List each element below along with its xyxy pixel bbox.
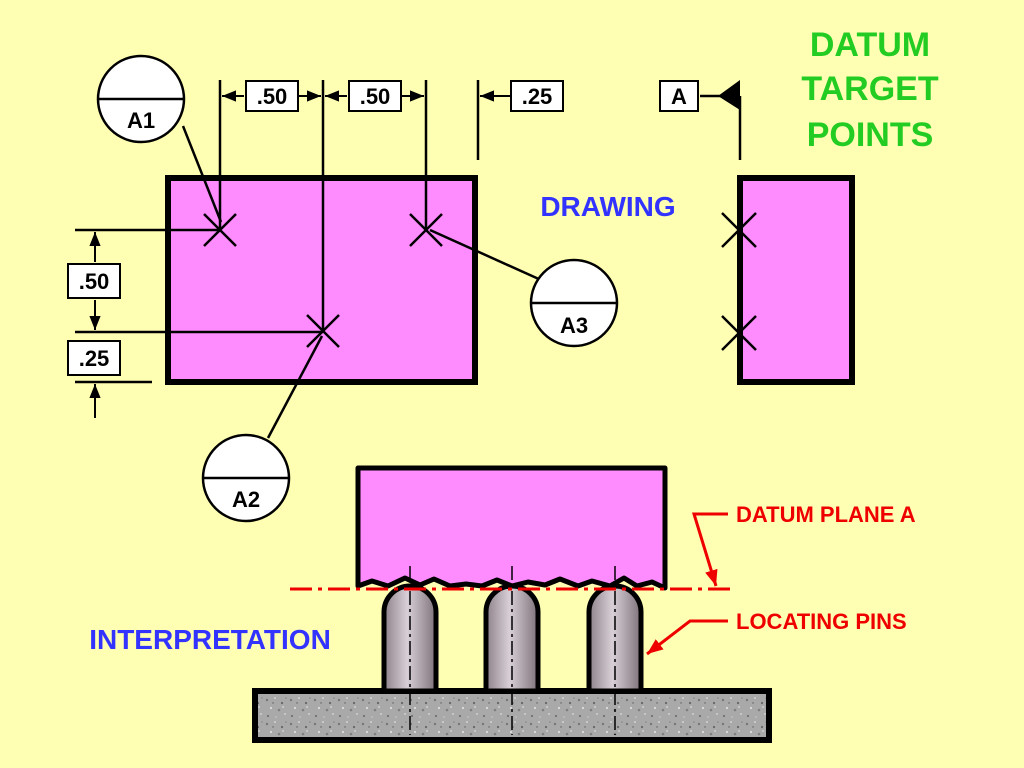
svg-text:.50: .50 xyxy=(79,269,110,294)
datum-target-a3: A3 xyxy=(529,258,619,348)
dim-side-lower: .25 xyxy=(67,340,121,376)
dim-top-middle: .50 xyxy=(348,80,402,112)
datum-plane-label: DATUM PLANE A xyxy=(736,502,916,527)
dim-side-upper: .50 xyxy=(67,263,121,299)
drawing-front-view-part xyxy=(165,175,478,385)
datum-target-a1: A1 xyxy=(96,54,186,144)
dim-top-right: .25 xyxy=(510,80,564,112)
target-mark-a1 xyxy=(203,213,237,247)
target-label-a2: A2 xyxy=(232,487,260,512)
title-line-2: TARGET xyxy=(801,70,938,108)
datum-target-a2: A2 xyxy=(201,433,291,523)
locating-pin-1 xyxy=(381,583,439,694)
datum-feature-triangle xyxy=(718,80,740,110)
locating-pin-3 xyxy=(586,583,644,694)
target-point-marks xyxy=(203,213,443,348)
side-view-target-marks xyxy=(721,212,757,351)
datum-feature-symbol: A xyxy=(659,80,699,112)
locating-pins xyxy=(381,583,644,694)
datum-letter: A xyxy=(671,84,687,109)
svg-text:.25: .25 xyxy=(79,346,110,371)
title-line-3: POINTS xyxy=(807,116,934,154)
drawing-label: DRAWING xyxy=(540,191,675,222)
svg-text:.50: .50 xyxy=(360,84,391,109)
target-mark-a3 xyxy=(409,213,443,247)
target-label-a3: A3 xyxy=(560,313,588,338)
workpiece-block xyxy=(355,465,668,591)
interpretation-label: INTERPRETATION xyxy=(89,624,331,655)
svg-text:.25: .25 xyxy=(522,84,553,109)
vertical-extension-lines xyxy=(218,80,480,330)
locating-pins-leader xyxy=(646,619,728,656)
target-label-a1: A1 xyxy=(127,108,155,133)
title-block: DATUM TARGET POINTS xyxy=(801,26,938,154)
target-leader-lines xyxy=(181,125,542,439)
horizontal-extension-lines xyxy=(75,228,323,384)
title-line-1: DATUM xyxy=(810,26,930,64)
pin-centerlines xyxy=(409,566,616,735)
dim-top-left: .50 xyxy=(245,80,299,112)
target-mark-a2 xyxy=(306,314,340,348)
drawing-side-view-part xyxy=(737,175,855,385)
locating-pins-label: LOCATING PINS xyxy=(736,609,907,634)
svg-text:.50: .50 xyxy=(257,84,288,109)
datum-plane-leader xyxy=(691,512,728,587)
